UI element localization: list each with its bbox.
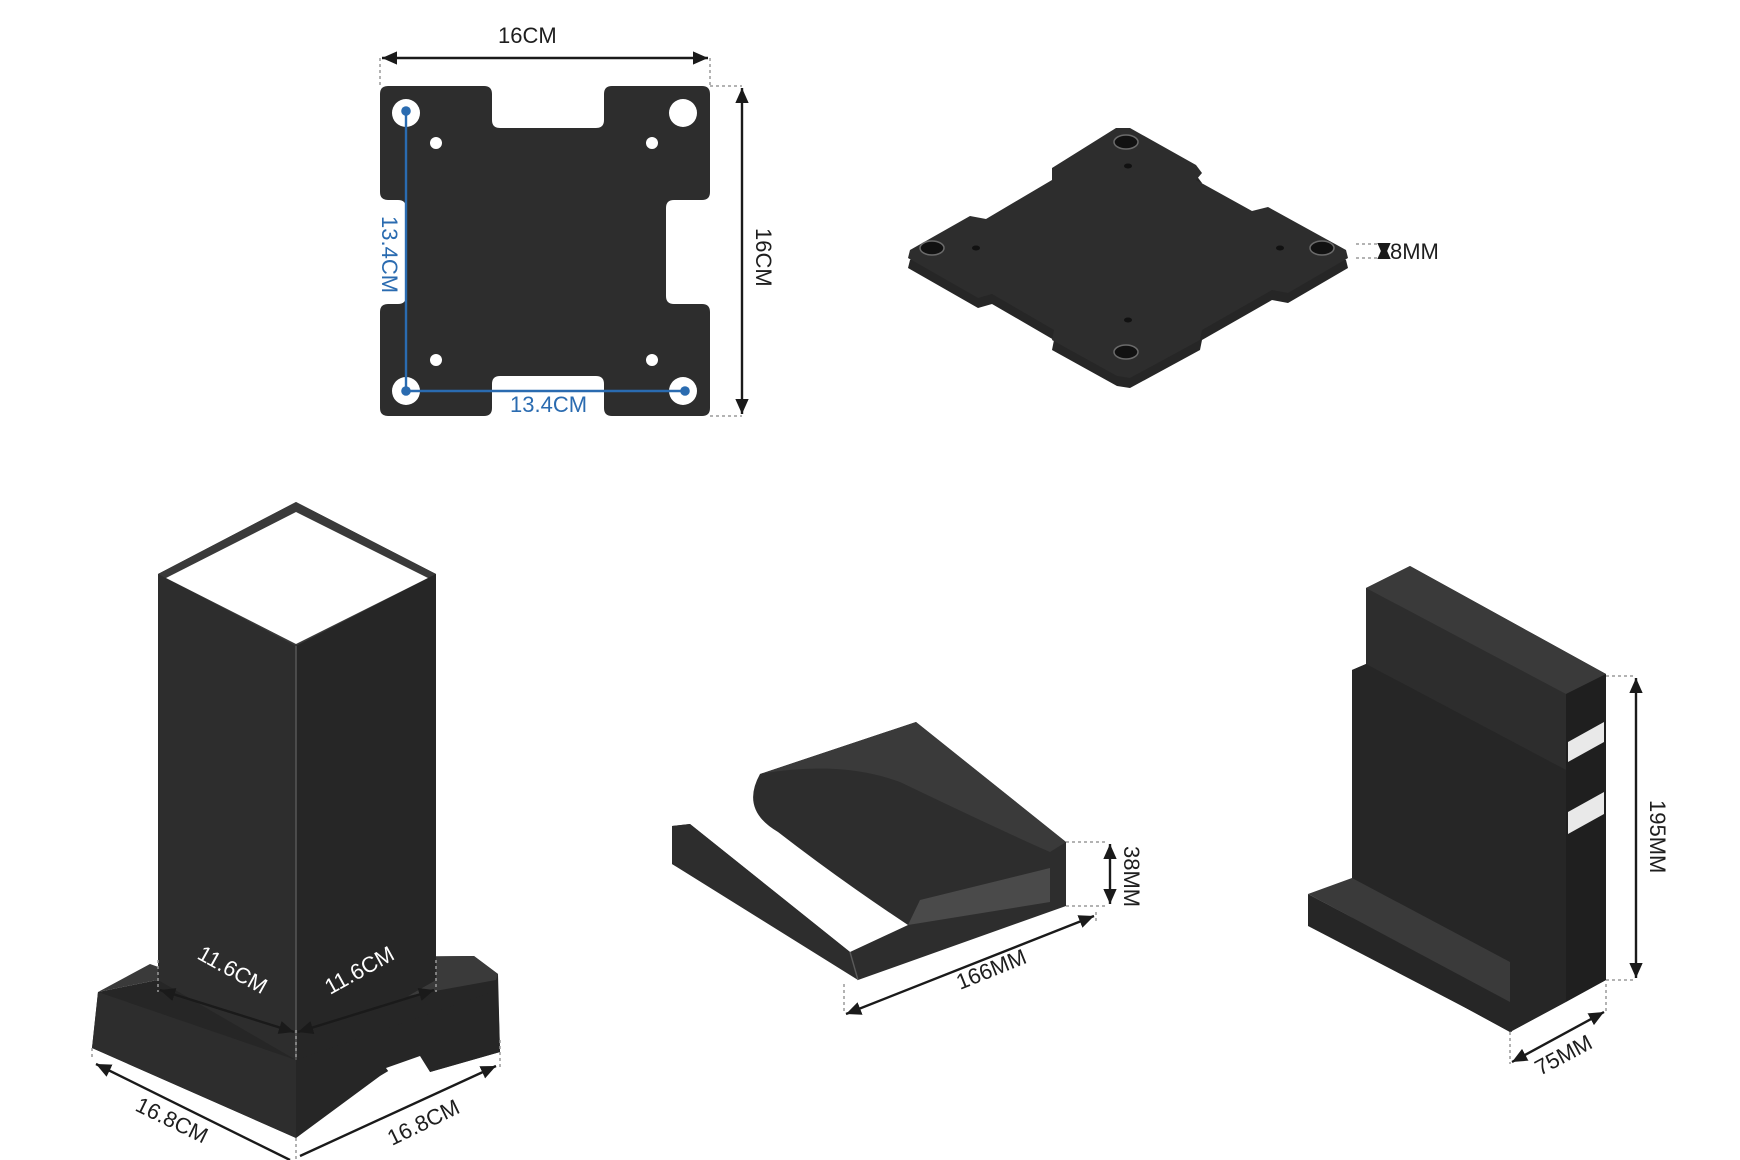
dock-depth-dimension-line	[1511, 1010, 1605, 1064]
mount-hole-icon	[669, 99, 697, 127]
screw-hole-icon	[972, 245, 980, 251]
hole-vertical-label: 13.4CM	[377, 216, 402, 293]
base-right-label: 16.8CM	[383, 1094, 463, 1150]
plate-width-label: 16CM	[498, 23, 557, 48]
hole-horizontal-label: 13.4CM	[510, 392, 587, 417]
screw-hole-icon	[1124, 163, 1132, 169]
mount-hole-icon	[1113, 344, 1139, 360]
dock-depth-label: 75MM	[1531, 1030, 1597, 1081]
tower-stand: 11.6CM 11.6CM 16.8CM 16.8CM	[91, 502, 501, 1160]
base-left-dimension-line	[95, 1062, 291, 1160]
screw-hole-icon	[1124, 317, 1132, 323]
screw-hole-icon	[430, 354, 442, 366]
screw-hole-icon	[646, 137, 658, 149]
vesa-plate-iso-view: 8MM	[908, 128, 1439, 388]
dock-height-label: 195MM	[1645, 800, 1670, 873]
vesa-plate-flat	[380, 86, 710, 416]
screw-hole-icon	[646, 354, 658, 366]
plate-height-label: 16CM	[751, 228, 776, 287]
mount-hole-icon	[919, 240, 945, 256]
mount-hole-icon	[1309, 240, 1335, 256]
holder-height-label: 38MM	[1119, 846, 1144, 907]
inner-width-right-dimension-line	[297, 988, 435, 1034]
plate-thickness-label: 8MM	[1390, 239, 1439, 264]
holder-width-label: 166MM	[953, 944, 1030, 995]
screw-hole-icon	[430, 137, 442, 149]
mount-hole-icon	[1113, 134, 1139, 150]
vesa-plate-top-view: 13.4CM 13.4CM 16CM 16CM	[377, 23, 776, 417]
inner-width-left-dimension-line	[159, 988, 295, 1034]
screw-hole-icon	[1276, 245, 1284, 251]
vesa-plate-iso	[908, 128, 1348, 378]
base-right-dimension-line	[299, 1064, 497, 1158]
vertical-dock: 195MM 75MM	[1308, 566, 1670, 1080]
holder-width-dimension-line	[845, 914, 1095, 1016]
laptop-holder: 38MM 166MM	[672, 722, 1144, 1016]
